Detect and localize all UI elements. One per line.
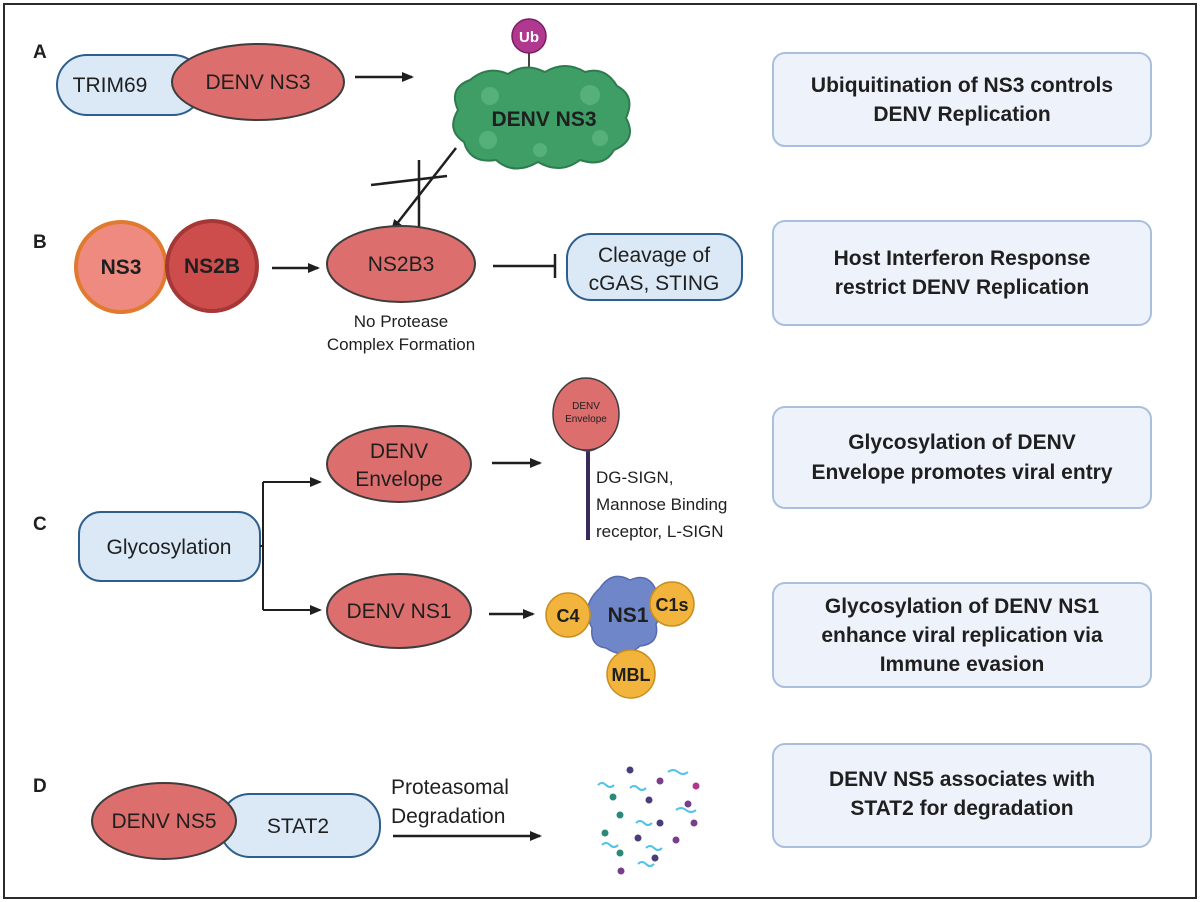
receptor-envelope-line2: Envelope (565, 414, 607, 425)
summary-box-d: DENV NS5 associates with STAT2 for degra… (772, 743, 1152, 848)
panel-a: A TRIM69 DENV NS3 Ub DENV NS3 (33, 18, 1152, 170)
denv-ns3-label: DENV NS3 (205, 71, 310, 94)
summary-c1-line1: Glycosylation of DENV (848, 431, 1076, 454)
cleavage-pill: Cleavage of cGAS, STING (566, 233, 743, 301)
ns2b-ball-label: NS2B (184, 255, 240, 278)
blocked-arrow (390, 147, 457, 232)
panel-c: C Glycosylation DENV Envelope DENV Envel… (33, 377, 1152, 699)
ns2b3-label: NS2B3 (368, 253, 435, 276)
branch-connector (260, 477, 322, 615)
no-protease-line2: Complex Formation (327, 335, 475, 354)
no-protease-line1: No Protease (354, 312, 449, 331)
summary-box-c2: Glycosylation of DENV NS1 enhance viral … (772, 582, 1152, 688)
proteasomal-line2: Degradation (391, 805, 505, 828)
receptor-illustration: DENV Envelope DG-SIGN, Mannose Binding r… (552, 377, 727, 541)
ns2b3-pill: NS2B3 (326, 225, 476, 303)
summary-d-line2: STAT2 for degradation (850, 797, 1073, 820)
complement-complex: NS1 C4 C1s MBL (545, 575, 695, 699)
denv-ns1-pill: DENV NS1 (326, 573, 472, 649)
inhibition-arrow (493, 254, 557, 278)
summary-d-line1: DENV NS5 associates with (829, 768, 1095, 791)
proteasomal-line1: Proteasomal (391, 776, 509, 799)
ns1-label: DENV NS1 (346, 600, 451, 623)
panel-d-letter: D (33, 776, 47, 797)
cleavage-line2: cGAS, STING (589, 272, 720, 295)
stat2-label: STAT2 (267, 815, 329, 838)
panel-c-letter: C (33, 514, 47, 535)
ns3-ball: NS3 (74, 220, 168, 314)
ubiquitin-tag: Ub (511, 18, 547, 78)
blocked-interaction (370, 147, 457, 232)
summary-c2-line1: Glycosylation of DENV NS1 (825, 595, 1100, 618)
panel-a-letter: A (33, 42, 47, 63)
panel-b: B NS3 NS2B NS2B3 No Protease Complex For… (33, 219, 1152, 354)
mbl-label: MBL (612, 665, 651, 685)
denv-envelope-pill: DENV Envelope (326, 425, 472, 503)
summary-a-line2: DENV Replication (873, 103, 1050, 126)
trim69-label: TRIM69 (73, 74, 148, 97)
summary-a-line1: Ubiquitination of NS3 controls (811, 74, 1113, 97)
receptor-envelope-line1: DENV (572, 401, 600, 412)
summary-c2-line2: enhance viral replication via (821, 624, 1103, 647)
ns3-ball-label: NS3 (101, 256, 142, 279)
ns2b-ball: NS2B (165, 219, 259, 313)
ns5-label: DENV NS5 (111, 810, 216, 833)
summary-box-a: Ubiquitination of NS3 controls DENV Repl… (772, 52, 1152, 147)
receptor-line3: receptor, L-SIGN (596, 522, 724, 541)
panel-b-letter: B (33, 232, 47, 253)
ns3-cloud-label: DENV NS3 (491, 108, 596, 131)
glycosylation-label: Glycosylation (107, 536, 232, 559)
receptor-line1: DG-SIGN, (596, 468, 673, 487)
block-bar-1 (370, 174, 448, 187)
glycosylation-pill: Glycosylation (78, 511, 261, 582)
ns3-cloud: DENV NS3 (452, 65, 631, 170)
c1s-label: C1s (655, 595, 688, 615)
summary-box-c1: Glycosylation of DENV Envelope promotes … (772, 406, 1152, 509)
stat2-pill: STAT2 (219, 793, 381, 858)
degraded-fragments (597, 766, 700, 875)
ub-label: Ub (519, 29, 539, 46)
summary-c1-line2: Envelope promotes viral entry (811, 461, 1112, 484)
complex-ns1-label: NS1 (608, 604, 649, 627)
envelope-line1: DENV (370, 440, 428, 463)
summary-b-line2: restrict DENV Replication (835, 276, 1089, 299)
c4-label: C4 (556, 606, 579, 626)
panel-d: D STAT2 DENV NS5 Proteasomal Degradation (33, 743, 1152, 875)
summary-box-b: Host Interferon Response restrict DENV R… (772, 220, 1152, 326)
receptor-line2: Mannose Binding (596, 495, 727, 514)
envelope-line2: Envelope (355, 468, 443, 491)
cleavage-line1: Cleavage of (598, 244, 710, 267)
denv-ns3-pill: DENV NS3 (171, 43, 345, 121)
denv-ns5-pill: DENV NS5 (91, 782, 237, 860)
summary-c2-line3: Immune evasion (880, 653, 1045, 676)
summary-b-line1: Host Interferon Response (834, 247, 1091, 270)
